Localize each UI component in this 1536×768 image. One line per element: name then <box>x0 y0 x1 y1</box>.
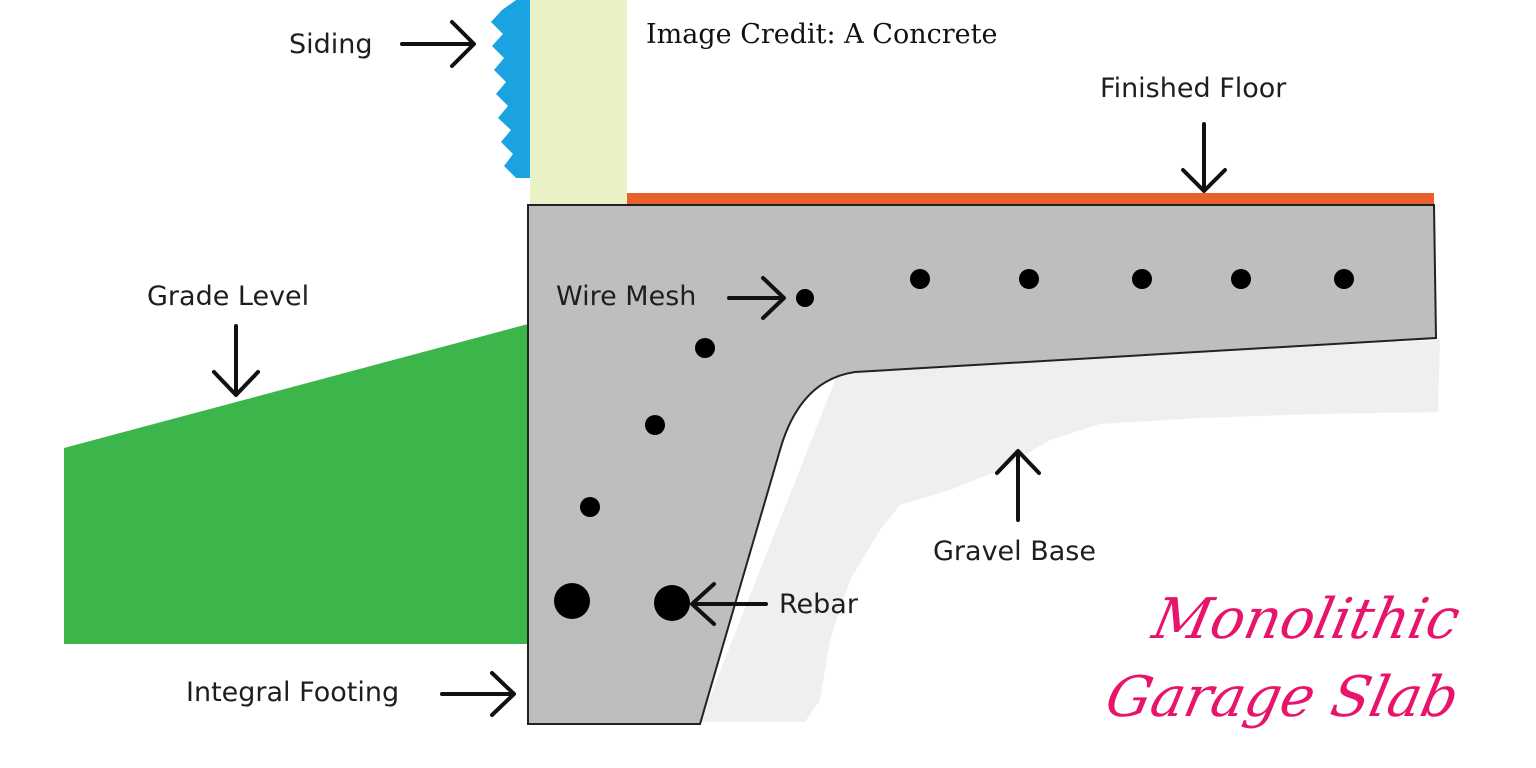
wire-mesh-dot <box>580 497 600 517</box>
wall <box>530 0 627 205</box>
wire-mesh-arrow <box>727 276 786 320</box>
finished-floor <box>627 193 1434 205</box>
grade-level-arrow <box>212 324 260 397</box>
siding-arrow <box>400 20 476 68</box>
integral-footing-arrow <box>440 671 516 717</box>
finished-floor-arrow <box>1181 122 1227 193</box>
wire-mesh-dot <box>695 338 715 358</box>
title-line-2: Garage Slab <box>1100 665 1466 730</box>
grade-soil <box>64 324 528 644</box>
wire-mesh-dot <box>645 415 665 435</box>
gravel-base-area <box>700 340 1440 722</box>
wire-mesh-dot <box>1019 269 1039 289</box>
integral-footing-label: Integral Footing <box>186 677 400 708</box>
finished-floor-label: Finished Floor <box>1100 73 1287 104</box>
siding-label: Siding <box>289 29 373 60</box>
rebar-dot <box>554 583 590 619</box>
rebar-arrow <box>690 582 768 626</box>
wire-mesh-dot <box>910 269 930 289</box>
siding <box>491 0 530 178</box>
rebar-label: Rebar <box>779 589 858 620</box>
rebar-dot <box>654 585 690 621</box>
gravel-base-label: Gravel Base <box>933 536 1096 567</box>
wire-mesh-dot <box>1334 269 1354 289</box>
concrete-slab <box>527 204 1438 725</box>
grade-level-label: Grade Level <box>147 281 310 312</box>
wire-mesh-dot <box>796 289 814 307</box>
wire-mesh-dot <box>1132 269 1152 289</box>
gravel-base-arrow <box>995 449 1041 522</box>
wire-mesh-label: Wire Mesh <box>556 281 697 312</box>
title-line-1: Monolithic <box>1146 587 1466 652</box>
wire-mesh-dot <box>1231 269 1251 289</box>
image-credit: Image Credit: A Concrete <box>646 19 998 50</box>
